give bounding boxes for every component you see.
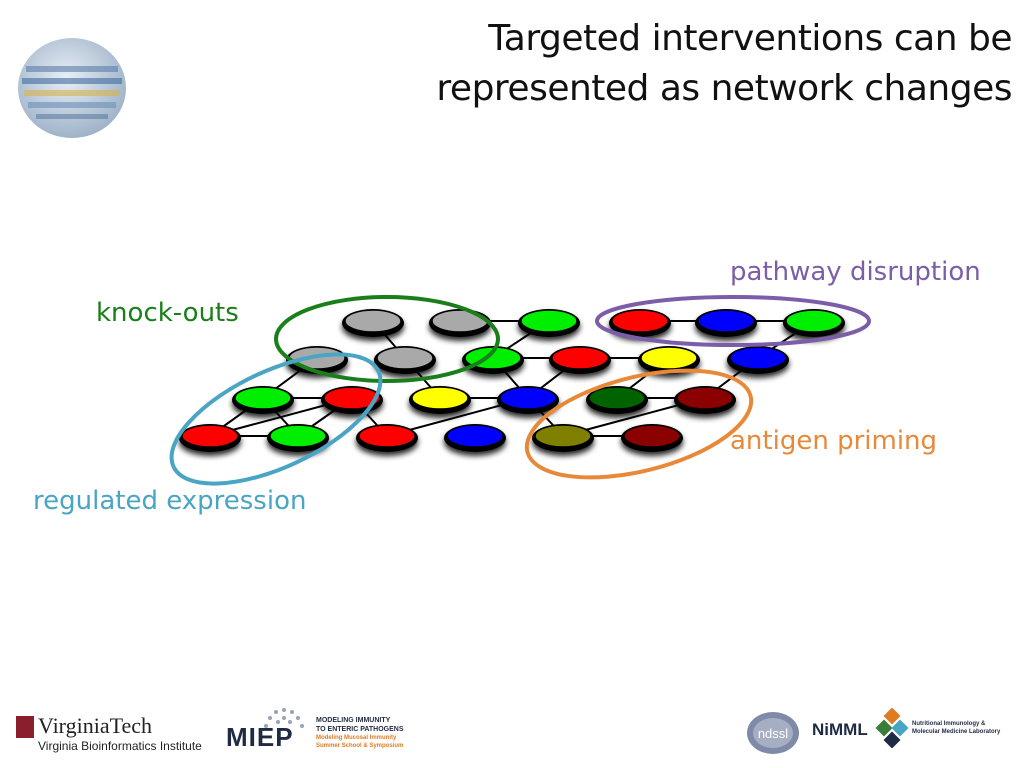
node-n1: [342, 309, 404, 337]
regulated-expression-label: regulated expression: [33, 486, 307, 516]
node-n6: [783, 309, 845, 337]
node-n16: [497, 386, 559, 414]
node-n14: [321, 386, 383, 414]
ndssl-text: ndssl: [758, 726, 788, 741]
vbi-logo-text: Virginia Bioinformatics Institute: [38, 739, 202, 753]
network-edges: [209, 320, 815, 437]
title-line-2: represented as network changes: [436, 68, 1012, 109]
pathway-disruption-ellipse: [595, 295, 871, 347]
miep-logo-text: MIEP: [226, 722, 294, 752]
virginia-tech-shield-icon: [16, 716, 34, 738]
nimml-line-1: Nutritional Immunology &: [912, 721, 986, 727]
nimml-diamond-icon: [875, 708, 909, 748]
node-n19: [179, 424, 241, 452]
node-n5: [695, 309, 757, 337]
node-n15: [409, 386, 471, 414]
antigen-priming-ellipse: [524, 368, 754, 480]
node-n2: [429, 309, 491, 337]
intervention-groups: [169, 295, 871, 486]
nimml-logo-text: NiMML: [812, 720, 868, 739]
node-n4: [609, 309, 671, 337]
miep-line-3: Modeling Mucosal Immunity: [316, 735, 397, 741]
slide-title: Targeted interventions can be represente…: [372, 14, 1012, 114]
miep-title: MODELING IMMUNITY TO ENTERIC PATHOGENS: [316, 716, 404, 734]
knockouts-label: knock-outs: [96, 298, 239, 328]
virginia-tech-logo-text: VirginiaTech: [38, 713, 153, 738]
regulated-expression-ellipse: [169, 352, 383, 486]
pathway-disruption-label: pathway disruption: [730, 257, 981, 287]
title-line-1: Targeted interventions can be: [488, 18, 1012, 59]
nimml-line-2: Molecular Medicine Laboratory: [912, 729, 1001, 735]
summer-school-globe-logo: [18, 38, 126, 138]
node-n20: [267, 424, 329, 452]
node-n17: [586, 386, 648, 414]
miep-line-2: TO ENTERIC PATHOGENS: [316, 726, 404, 733]
node-n3: [518, 309, 580, 337]
node-n22: [444, 424, 506, 452]
miep-dots-icon: [264, 708, 304, 728]
node-n11: [638, 346, 700, 374]
knockouts-ellipse: [274, 295, 500, 383]
miep-line-4: Summer School & Symposium: [316, 743, 404, 749]
node-n21: [356, 424, 418, 452]
network-nodes: [179, 309, 845, 452]
node-n12: [727, 346, 789, 374]
ndssl-logo: ndssl: [747, 712, 799, 754]
miep-line-1: MODELING IMMUNITY: [316, 717, 391, 724]
node-n10: [549, 346, 611, 374]
node-n8: [374, 346, 436, 374]
antigen-priming-label: antigen priming: [730, 426, 938, 456]
node-n23: [532, 424, 594, 452]
node-n13: [232, 386, 294, 414]
node-n18: [674, 386, 736, 414]
miep-subtitle: Modeling Mucosal Immunity Summer School …: [316, 734, 403, 750]
node-n24: [621, 424, 683, 452]
nimml-subtitle: Nutritional Immunology & Molecular Medic…: [912, 720, 1000, 736]
